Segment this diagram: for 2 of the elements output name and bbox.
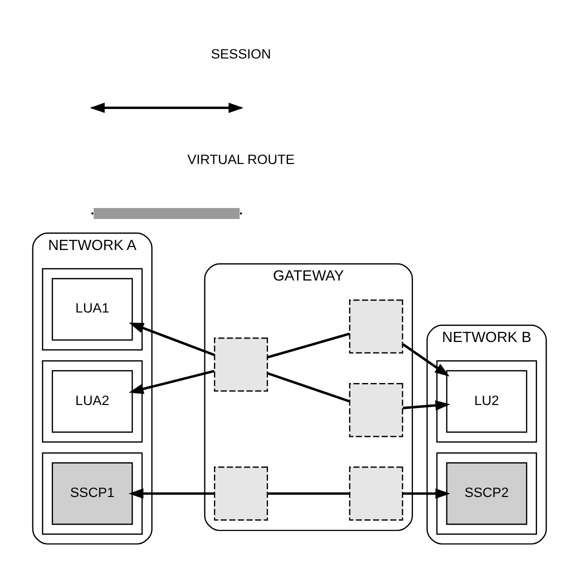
legend-label: SESSION bbox=[210, 46, 271, 62]
legend-label: VIRTUAL ROUTE bbox=[187, 152, 295, 168]
